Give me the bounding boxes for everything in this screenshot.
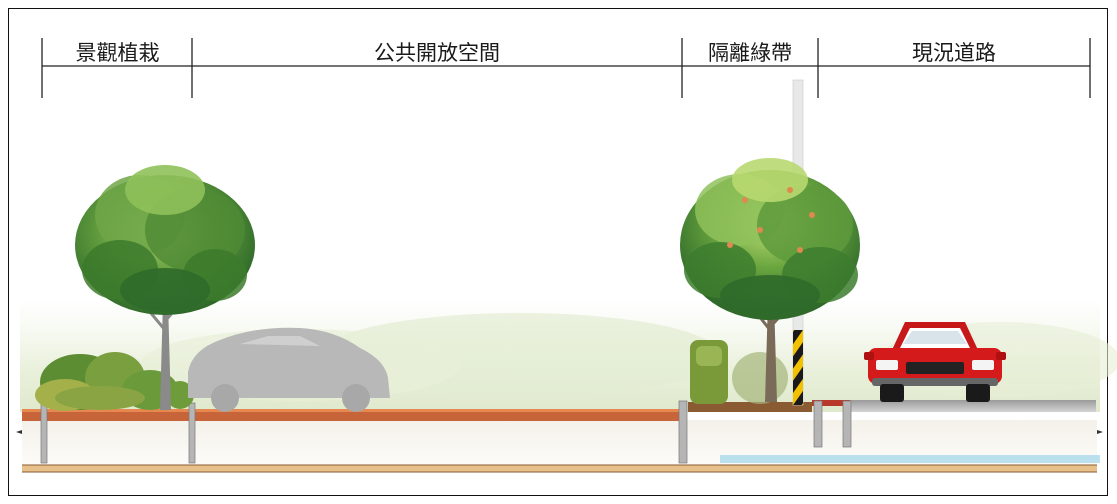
road-surface xyxy=(850,400,1096,412)
buffer-soil-top xyxy=(688,402,812,412)
curb-1 xyxy=(188,402,196,464)
tree-icon xyxy=(680,158,860,402)
curb-3 xyxy=(813,400,823,448)
zone-label-road: 現況道路 xyxy=(912,41,996,65)
paving-strip xyxy=(22,411,682,421)
water-layer xyxy=(720,455,1100,463)
zone-dividers xyxy=(41,38,1091,98)
curb-2 xyxy=(678,400,688,464)
tree-icon xyxy=(75,165,255,410)
curb-left xyxy=(40,402,48,464)
zone-label-buffer: 隔離綠帶 xyxy=(708,41,792,65)
outer-frame xyxy=(8,8,1108,496)
zone-label-landscape: 景觀植栽 xyxy=(75,41,160,65)
zone-label-open-space: 公共開放空間 xyxy=(374,41,500,65)
curb-4 xyxy=(842,400,852,448)
ground-section xyxy=(16,400,1103,473)
car-silhouette-icon xyxy=(188,327,390,412)
red-car-icon xyxy=(864,322,1006,402)
base-strip xyxy=(22,465,1097,472)
